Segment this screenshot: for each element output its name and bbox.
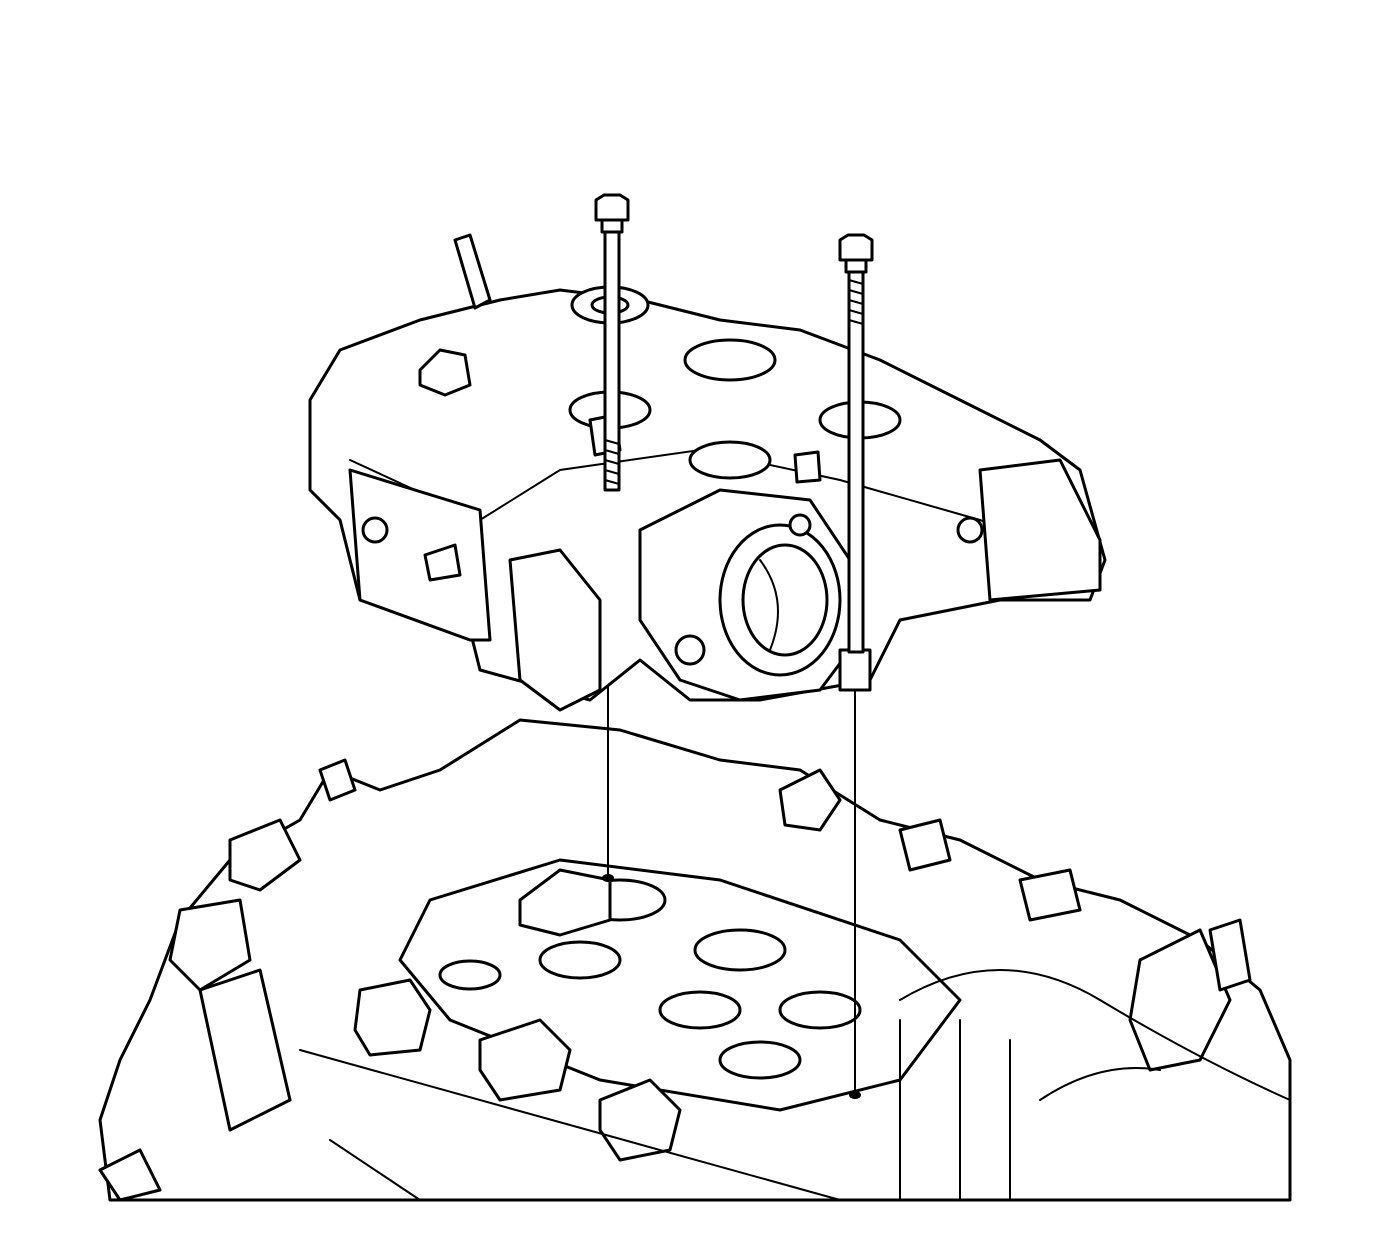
pcv-tube xyxy=(453,233,492,310)
bolt xyxy=(838,233,874,654)
oil-fill-cap xyxy=(168,898,252,992)
throttle-body xyxy=(638,488,872,702)
ignition-coil xyxy=(353,978,432,1057)
ignition-coil xyxy=(478,1018,572,1102)
ignition-coil xyxy=(518,868,612,937)
bolt xyxy=(594,193,630,492)
ignition-coil xyxy=(598,1078,682,1162)
lower-intake-manifold xyxy=(98,718,1292,1202)
